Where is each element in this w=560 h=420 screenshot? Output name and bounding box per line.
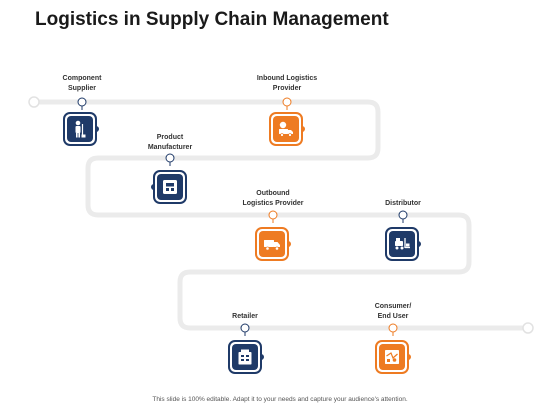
connector-inbound-logistics [282, 97, 292, 110]
outbound-logistics-card [255, 227, 291, 261]
worker-icon [75, 120, 86, 138]
product-manufacturer-card [151, 170, 187, 204]
consumer-card [375, 340, 411, 374]
connector-consumer [388, 323, 398, 336]
store-icon [238, 349, 252, 365]
connector-retailer [240, 323, 250, 336]
delivery-truck-icon [279, 121, 293, 137]
truck-icon [264, 240, 280, 251]
component-supplier-card [63, 112, 99, 146]
step-label-distributor: Distributor [385, 200, 421, 207]
inbound-logistics-card [269, 112, 305, 146]
footer-note: This slide is 100% editable. Adapt it to… [152, 396, 408, 403]
connector-distributor [398, 210, 408, 223]
connector-outbound-logistics [268, 210, 278, 223]
step-label-retailer: Retailer [232, 313, 258, 320]
retailer-card [228, 340, 264, 374]
map-icon [385, 350, 399, 364]
path-end-node [522, 322, 534, 334]
connector-component-supplier [77, 97, 87, 110]
machine-icon [163, 180, 177, 194]
path-start-node [28, 96, 40, 108]
connector-product-manufacturer [165, 153, 175, 166]
step-label-consumer: Consumer/End User [374, 303, 412, 320]
forklift-icon [395, 238, 410, 250]
distributor-card [385, 227, 421, 261]
page-title: Logistics in Supply Chain Management [35, 9, 389, 30]
